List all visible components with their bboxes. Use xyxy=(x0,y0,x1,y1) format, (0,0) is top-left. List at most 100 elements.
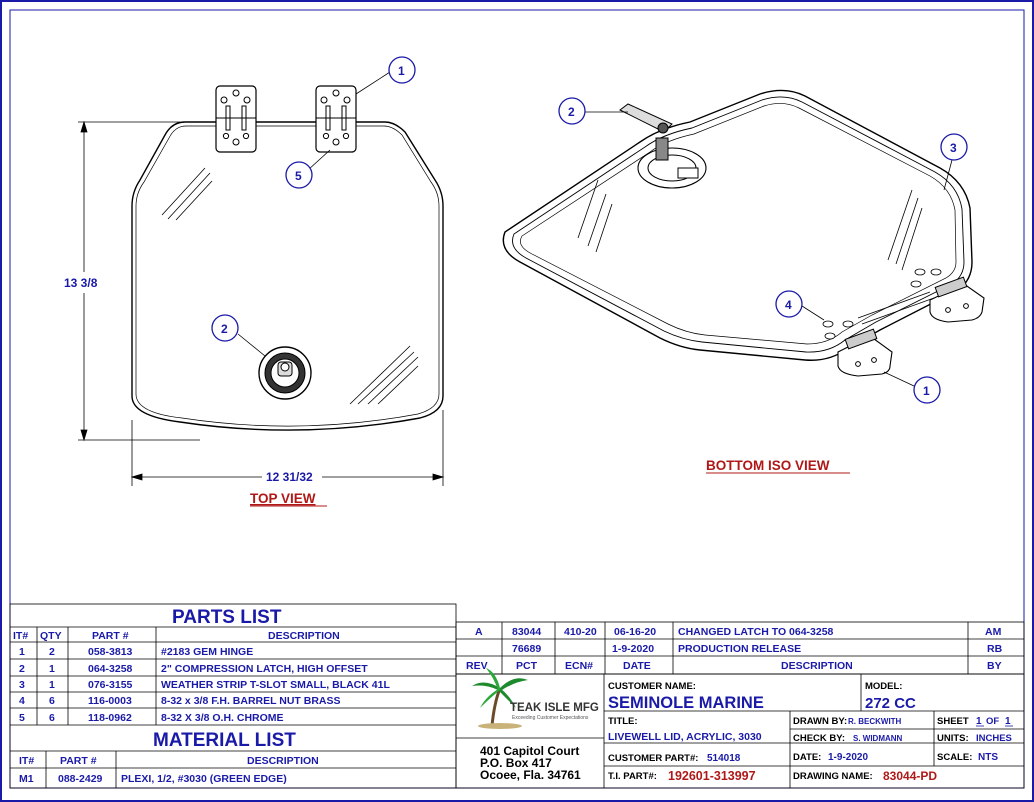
balloon-2-top: 2 xyxy=(211,314,239,342)
pl-header-qty: QTY xyxy=(40,630,62,642)
pl-r4-it: 4 xyxy=(19,695,25,707)
balloon-5-top: 5 xyxy=(285,161,313,189)
pl-r2-it: 2 xyxy=(19,663,25,675)
dim-width-text: 12 31/32 xyxy=(266,470,313,484)
svg-text:2: 2 xyxy=(221,322,228,336)
drawing-name-label: DRAWING NAME: xyxy=(793,771,873,782)
ml-r1-desc: PLEXI, 1/2, #3030 (GREEN EDGE) xyxy=(121,773,287,785)
title: LIVEWELL LID, ACRYLIC, 3030 xyxy=(608,731,762,743)
hinge-left xyxy=(215,85,257,153)
company-logo xyxy=(472,668,528,729)
rev-r2-desc: PRODUCTION RELEASE xyxy=(678,643,801,655)
pl-r2-qty: 1 xyxy=(49,663,55,675)
hinge-right xyxy=(315,85,357,153)
latch xyxy=(258,346,312,400)
iso-latch xyxy=(619,103,707,189)
svg-text:5: 5 xyxy=(295,169,302,183)
drawn-by-label: DRAWN BY: xyxy=(793,716,847,727)
iso-view-label: BOTTOM ISO VIEW xyxy=(706,458,830,473)
rev-header-by: BY xyxy=(987,660,1002,672)
pl-header-part: PART # xyxy=(92,630,129,642)
iso-hinge-back xyxy=(929,276,985,323)
model: 272 CC xyxy=(865,695,916,712)
iso-lid-outer xyxy=(502,89,973,361)
rev-r1-desc: CHANGED LATCH TO 064-3258 xyxy=(678,626,834,638)
rev-r1-date: 06-16-20 xyxy=(614,626,656,638)
pl-r3-qty: 1 xyxy=(49,679,55,691)
material-list-title: MATERIAL LIST xyxy=(153,730,296,751)
rev-r1-by: AM xyxy=(985,626,1002,638)
units: INCHES xyxy=(976,733,1012,744)
rev-header-pct: PCT xyxy=(516,660,538,672)
pl-r4-qty: 6 xyxy=(49,695,55,707)
rev-r2-by: RB xyxy=(987,643,1003,655)
logo-text: TEAK ISLE MFG xyxy=(510,702,599,714)
pl-r1-part: 058-3813 xyxy=(88,646,133,658)
pl-r5-part: 118-0962 xyxy=(88,712,132,724)
parts-list xyxy=(9,603,457,789)
pl-r5-it: 5 xyxy=(19,712,25,724)
title-block xyxy=(455,673,1025,789)
ml-r1-part: 088-2429 xyxy=(58,773,103,785)
balloon-2-iso: 2 xyxy=(558,97,586,125)
drawn-by: R. BECKWITH xyxy=(848,717,902,726)
check-by: S. WIDMANN xyxy=(853,734,903,743)
sheet-of: OF xyxy=(986,716,999,727)
pl-r2-desc: 2" COMPRESSION LATCH, HIGH OFFSET xyxy=(161,663,368,675)
scale-label: SCALE: xyxy=(937,752,972,763)
pl-r1-it: 1 xyxy=(19,646,25,658)
check-by-label: CHECK BY: xyxy=(793,733,845,744)
lid-outline xyxy=(131,121,444,431)
drawing-name: 83044-PD xyxy=(883,769,937,783)
logo-tagline: Exceeding Customer Expectations xyxy=(512,715,589,721)
ml-header-it: IT# xyxy=(19,755,34,767)
top-view-label: TOP VIEW xyxy=(250,491,316,506)
iso-hinge-front xyxy=(837,328,893,377)
sheet-num: 1 xyxy=(976,716,982,727)
ml-header-part: PART # xyxy=(60,755,97,767)
balloon-1-top: 1 xyxy=(388,56,416,84)
date: 1-9-2020 xyxy=(828,752,868,763)
parts-list-title: PARTS LIST xyxy=(172,607,282,628)
dim-height-text: 13 3/8 xyxy=(64,276,98,290)
svg-text:4: 4 xyxy=(785,298,792,312)
pl-r1-desc: #2183 GEM HINGE xyxy=(161,646,253,658)
ml-r1-it: M1 xyxy=(19,773,34,785)
svg-text:2: 2 xyxy=(568,105,575,119)
customer-name: SEMINOLE MARINE xyxy=(608,694,764,712)
pl-header-it: IT# xyxy=(13,630,28,642)
balloon-1-iso: 1 xyxy=(913,376,941,404)
customer-part-label: CUSTOMER PART#: xyxy=(608,753,698,764)
model-label: MODEL: xyxy=(865,681,902,692)
pl-r1-qty: 2 xyxy=(49,646,55,658)
units-label: UNITS: xyxy=(937,733,969,744)
sheet-label: SHEET xyxy=(937,716,969,727)
pl-r5-desc: 8-32 X 3/8 O.H. CHROME xyxy=(161,712,284,724)
ti-part: 192601-313997 xyxy=(668,769,756,783)
rev-r2-pct: 76689 xyxy=(512,643,541,655)
rev-header-date: DATE xyxy=(623,660,651,672)
scale: NTS xyxy=(978,752,998,763)
date-label: DATE: xyxy=(793,752,821,763)
top-view: 13 3/8 12 31/32 TOP VIEW 1 5 2 xyxy=(64,56,445,507)
svg-text:1: 1 xyxy=(398,64,405,78)
customer-name-label: CUSTOMER NAME: xyxy=(608,681,696,692)
svg-text:1: 1 xyxy=(923,384,930,398)
pl-r4-desc: 8-32 x 3/8 F.H. BARREL NUT BRASS xyxy=(161,695,341,707)
dim-height xyxy=(78,120,200,442)
title-label: TITLE: xyxy=(608,716,638,727)
pl-r4-part: 116-0003 xyxy=(88,695,132,707)
pl-r5-qty: 6 xyxy=(49,712,55,724)
sheet-total: 1 xyxy=(1005,716,1011,727)
dim-width xyxy=(130,410,445,486)
address-line1: 401 Capitol Court xyxy=(480,744,579,758)
rev-header-rev: REV xyxy=(466,660,488,672)
balloon-3-iso: 3 xyxy=(940,133,968,161)
balloon-4-iso: 4 xyxy=(775,290,803,318)
rev-r2-date: 1-9-2020 xyxy=(612,643,654,655)
customer-part: 514018 xyxy=(707,753,741,764)
ml-header-desc: DESCRIPTION xyxy=(247,755,319,767)
pl-r3-desc: WEATHER STRIP T-SLOT SMALL, BLACK 41L xyxy=(161,679,390,691)
pl-header-desc: DESCRIPTION xyxy=(268,630,340,642)
